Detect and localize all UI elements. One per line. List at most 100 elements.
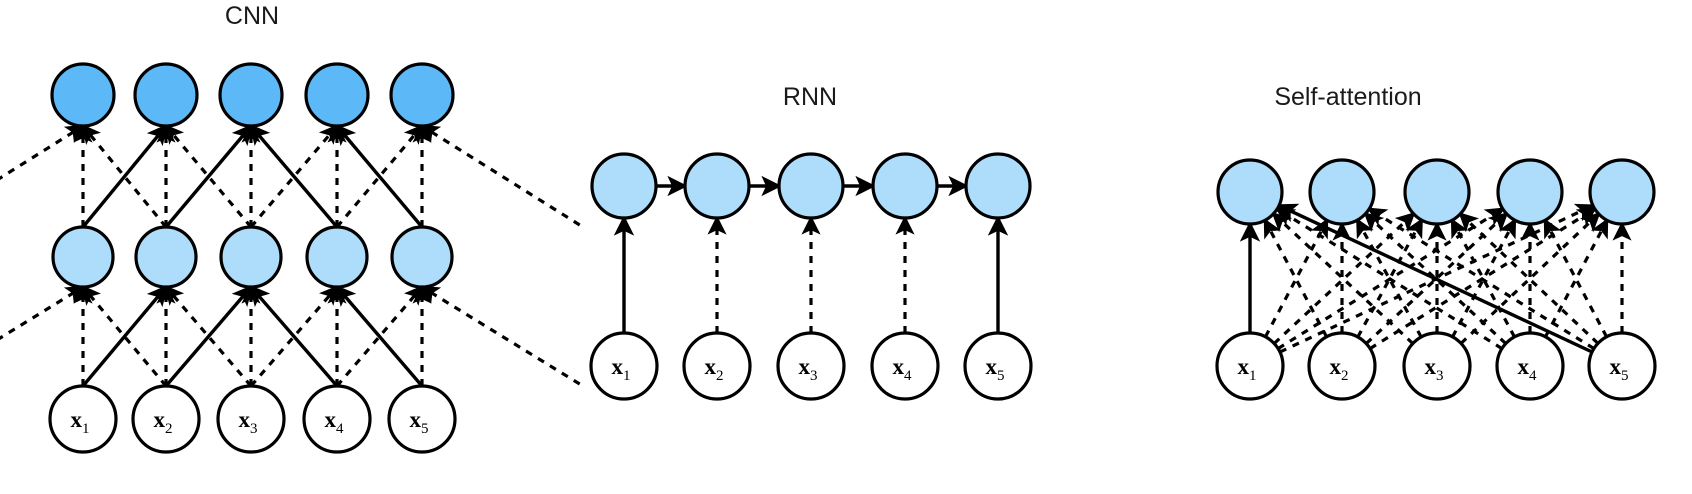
cnn-input-layer-node-label-5: x5 — [410, 407, 429, 437]
rnn-input-layer-node-label-5: x5 — [986, 354, 1005, 384]
cnn-edge-l1-1-2 — [164, 284, 253, 388]
node-label-base: x — [1518, 354, 1530, 379]
cnn-hidden-layer-node-circle-3 — [219, 225, 283, 289]
cnn-hidden-layer-node-circle-1 — [51, 225, 115, 289]
selfattention-input-layer-node-circle-5 — [1587, 331, 1657, 401]
selfattention-output-layer-node-circle-3 — [1403, 158, 1471, 226]
rnn-hidden-state-layer-node-2 — [683, 152, 751, 220]
cnn-panel-title: CNN — [225, 2, 279, 30]
cnn-edge-l2-1-2 — [164, 123, 253, 229]
node-label-base: x — [612, 354, 624, 379]
rnn-hidden-state-layer-node-5 — [964, 152, 1032, 220]
node-label-base: x — [325, 407, 337, 432]
selfattention-input-layer-node-circle-3 — [1402, 331, 1472, 401]
cnn-output-layer-node-5 — [389, 62, 455, 128]
cnn-input-layer-node-label-2: x2 — [154, 407, 173, 437]
rnn-hidden-state-layer-node-circle-3 — [777, 152, 845, 220]
cnn-input-layer-node-3: x3 — [216, 384, 286, 454]
node-label-base: x — [1330, 354, 1342, 379]
selfattention-input-layer-node-label-1: x1 — [1238, 354, 1257, 384]
rnn-input-layer-node-label-3: x3 — [799, 354, 818, 384]
node-label-subscript: 4 — [336, 421, 344, 437]
selfattention-output-layer-node-4 — [1496, 158, 1564, 226]
cnn-input-layer-node-circle-3 — [216, 384, 286, 454]
node-label-subscript: 3 — [810, 368, 818, 384]
sa-edge-4-0 — [1276, 203, 1593, 354]
node-label-subscript: 1 — [623, 368, 631, 384]
node-label-subscript: 2 — [165, 421, 173, 437]
rnn-input-layer-node-label-2: x2 — [705, 354, 724, 384]
node-label-base: x — [1238, 354, 1250, 379]
rnn-input-layer-node-2: x2 — [682, 331, 752, 401]
rnn-panel-title: RNN — [783, 83, 837, 111]
rnn-input-layer-node-circle-2 — [682, 331, 752, 401]
cnn-input-layer-node-circle-4 — [302, 384, 372, 454]
node-label-subscript: 2 — [716, 368, 724, 384]
sa-edge-4-1 — [1367, 207, 1595, 350]
selfattention-input-layer-node-3: x3 — [1402, 331, 1472, 401]
node-label-base: x — [705, 354, 717, 379]
selfattention-input-layer-node-1: x1 — [1215, 331, 1285, 401]
node-label-subscript: 5 — [1621, 368, 1629, 384]
selfattention-output-layer-node-3 — [1403, 158, 1471, 226]
selfattention-output-layer-node-circle-5 — [1588, 158, 1656, 226]
rnn-input-layer-node-label-1: x1 — [612, 354, 631, 384]
cnn-hidden-layer-node-1 — [51, 225, 115, 289]
selfattention-input-layer-node-label-5: x5 — [1610, 354, 1629, 384]
rnn-input-layer-node-circle-3 — [776, 331, 846, 401]
cnn-output-layer-node-circle-1 — [50, 62, 116, 128]
selfattention-output-layer-node-2 — [1308, 158, 1376, 226]
selfattention-output-layer-node-circle-1 — [1216, 158, 1284, 226]
node-label-subscript: 5 — [421, 421, 429, 437]
cnn-input-layer-node-4: x4 — [302, 384, 372, 454]
rnn-input-layer-node-circle-5 — [963, 331, 1033, 401]
node-label-base: x — [154, 407, 166, 432]
rnn-input-layer-node-circle-1 — [589, 331, 659, 401]
rnn-input-layer-node-3: x3 — [776, 331, 846, 401]
cnn-input-layer-node-label-1: x1 — [71, 407, 90, 437]
node-label-base: x — [799, 354, 811, 379]
cnn-hidden-layer-node-circle-2 — [134, 225, 198, 289]
rnn-input-layer-node-circle-4 — [870, 331, 940, 401]
node-label-base: x — [1425, 354, 1437, 379]
node-label-base: x — [1610, 354, 1622, 379]
cnn-edge-l2-3-2 — [249, 123, 339, 229]
node-label-subscript: 2 — [1341, 368, 1349, 384]
rnn-input-layer-node-1: x1 — [589, 331, 659, 401]
cnn-input-layer-node-circle-1 — [48, 384, 118, 454]
node-label-subscript: 1 — [82, 421, 90, 437]
node-label-base: x — [239, 407, 251, 432]
rnn-hidden-state-layer-node-4 — [871, 152, 939, 220]
node-label-subscript: 5 — [997, 368, 1005, 384]
node-label-subscript: 4 — [1529, 368, 1537, 384]
rnn-hidden-state-layer-node-circle-1 — [590, 152, 658, 220]
sa-edge-2-0 — [1271, 212, 1414, 345]
node-label-base: x — [71, 407, 83, 432]
selfattention-input-layer-node-circle-2 — [1307, 331, 1377, 401]
node-label-base: x — [986, 354, 998, 379]
selfattention-input-layer-node-4: x4 — [1495, 331, 1565, 401]
node-label-subscript: 3 — [250, 421, 258, 437]
cnn-input-layer-node-2: x2 — [131, 384, 201, 454]
selfattention-input-layer-node-label-2: x2 — [1330, 354, 1349, 384]
cnn-output-layer-node-3 — [218, 62, 284, 128]
cnn-edge-l2-open-4-1 — [419, 124, 581, 227]
cnn-output-layer-node-2 — [133, 62, 199, 128]
selfattention-input-layer-node-label-3: x3 — [1425, 354, 1444, 384]
selfattention-output-layer-node-1 — [1216, 158, 1284, 226]
node-label-subscript: 1 — [1249, 368, 1257, 384]
cnn-output-layer-node-1 — [50, 62, 116, 128]
cnn-input-layer-node-label-3: x3 — [239, 407, 258, 437]
cnn-output-layer-node-circle-4 — [304, 62, 370, 128]
cnn-hidden-layer-node-3 — [219, 225, 283, 289]
cnn-edge-l2-0-1 — [81, 123, 168, 229]
cnn-hidden-layer-node-2 — [134, 225, 198, 289]
rnn-hidden-state-layer-node-1 — [590, 152, 658, 220]
cnn-input-layer-node-label-4: x4 — [325, 407, 345, 437]
cnn-input-layer-node-1: x1 — [48, 384, 118, 454]
node-label-base: x — [410, 407, 422, 432]
cnn-input-layer-node-5: x5 — [387, 384, 457, 454]
